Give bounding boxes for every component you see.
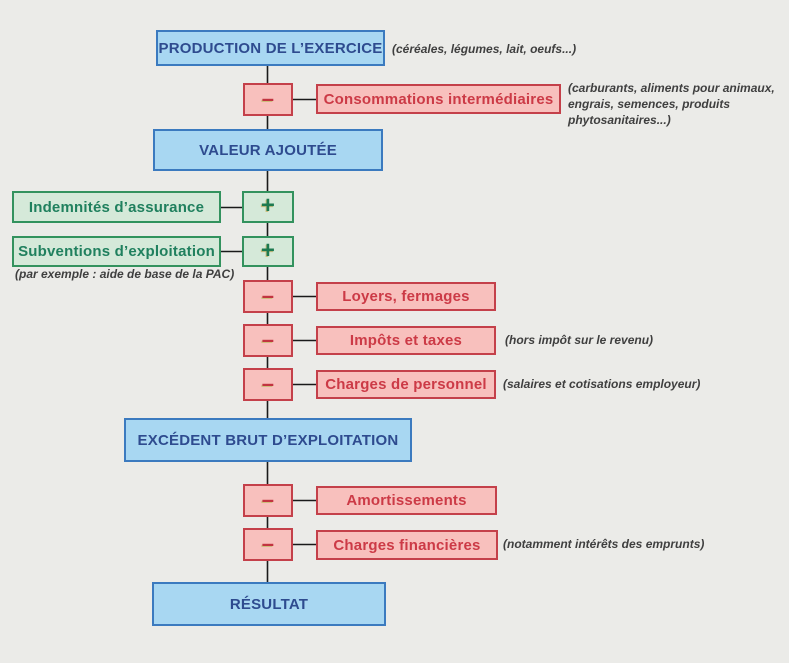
box-impots-taxes: Impôts et taxes <box>316 326 496 355</box>
note-personnel-details: (salaires et cotisations employeur) <box>503 377 701 391</box>
note-financieres-details: (notamment intérêts des emprunts) <box>503 537 705 551</box>
note-consommations-examples: (carburants, aliments pour animaux, engr… <box>568 81 775 127</box>
box-charges-financieres: Charges financières <box>316 530 498 560</box>
box-excedent-brut-exploitation: EXCÉDENT BRUT D’EXPLOITATION <box>124 418 412 462</box>
box-production-exercice: PRODUCTION DE L’EXERCICE <box>156 30 385 66</box>
plus-operator-indemnites: + <box>242 191 294 223</box>
plus-operator-subventions: + <box>242 236 294 267</box>
minus-operator-impots: – <box>243 324 293 357</box>
box-subventions-exploitation: Subventions d’exploitation <box>12 236 221 267</box>
box-loyers-fermages: Loyers, fermages <box>316 282 496 311</box>
box-consommations-intermediaires: Consommations intermédiaires <box>316 84 561 114</box>
note-production-examples: (céréales, légumes, lait, oeufs...) <box>392 42 577 56</box>
box-amortissements: Amortissements <box>316 486 497 515</box>
box-charges-personnel: Charges de personnel <box>316 370 496 399</box>
note-subventions-example: (par exemple : aide de base de la PAC) <box>15 267 235 281</box>
minus-operator-personnel: – <box>243 368 293 401</box>
box-indemnites-assurance: Indemnités d’assurance <box>12 191 221 223</box>
box-resultat: RÉSULTAT <box>152 582 386 626</box>
minus-operator-financieres: – <box>243 528 293 561</box>
minus-operator-amortissements: – <box>243 484 293 517</box>
minus-operator-consommations: – <box>243 83 293 116</box>
box-valeur-ajoutee: VALEUR AJOUTÉE <box>153 129 383 171</box>
minus-operator-loyers: – <box>243 280 293 313</box>
note-impots-scope: (hors impôt sur le revenu) <box>505 333 654 347</box>
